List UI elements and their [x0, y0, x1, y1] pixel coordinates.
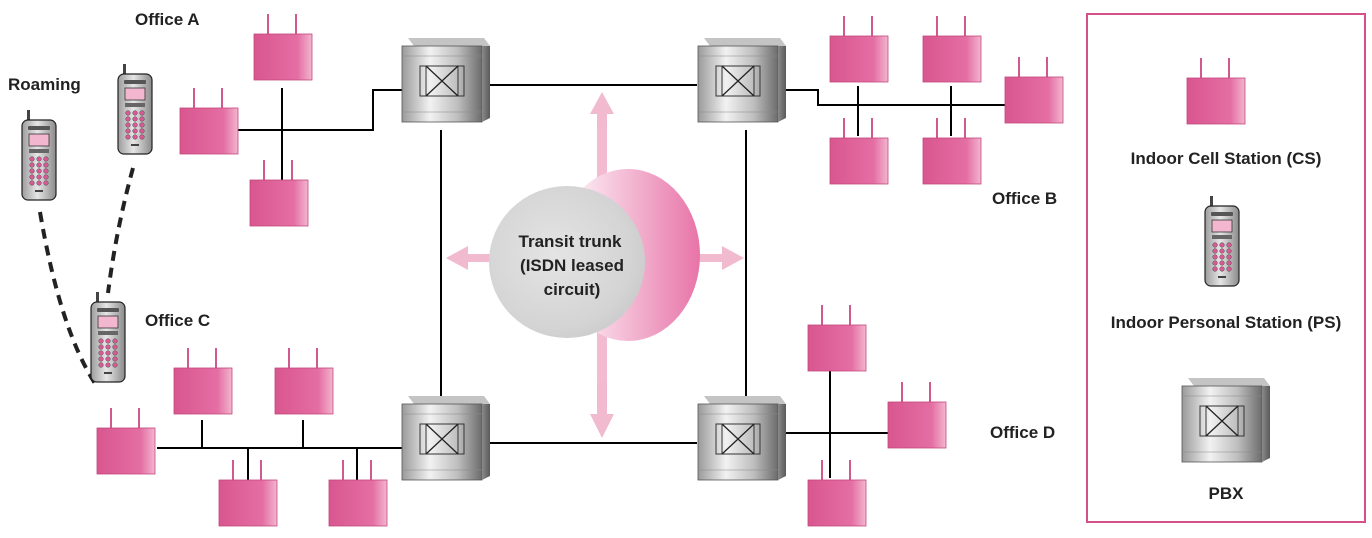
personal-station-office-c: [90, 291, 126, 383]
transit-trunk: Transit trunk (ISDN leased circuit): [446, 92, 744, 438]
trunk-label-line2: (ISDN leased: [520, 256, 624, 275]
cell-station-d3: [807, 459, 867, 527]
pbx-office-b: [697, 37, 787, 123]
roaming-links: [38, 167, 135, 387]
pbx-office-c: [401, 395, 491, 481]
roaming-label: Roaming: [8, 75, 81, 94]
network-wiring: [157, 84, 1005, 480]
cell-station-d1: [807, 304, 867, 372]
trunk-label-line3: circuit): [544, 280, 601, 299]
personal-station-roaming-2: [117, 63, 153, 155]
office-a-label: Office A: [135, 10, 200, 29]
trunk-cloud: [489, 186, 645, 338]
personal-station-roaming-1: [21, 109, 57, 201]
trunk-arrows: [446, 92, 744, 438]
legend-cs-label: Indoor Cell Station (CS): [1131, 149, 1322, 168]
cell-station-b3: [1004, 56, 1064, 124]
pbx-office-a: [401, 37, 491, 123]
legend-personal-station-icon: [1204, 195, 1240, 287]
office-b-label: Office B: [992, 189, 1057, 208]
cell-station-c1: [173, 347, 233, 415]
legend-ps-label: Indoor Personal Station (PS): [1111, 313, 1341, 332]
office-d-label: Office D: [990, 423, 1055, 442]
cell-station-b2: [922, 15, 982, 83]
cell-station-b1: [829, 15, 889, 83]
pbx-office-d: [697, 395, 787, 481]
cell-station-a3: [249, 159, 309, 227]
cell-station-a1: [253, 13, 313, 81]
cell-station-d2: [887, 381, 947, 449]
trunk-label-line1: Transit trunk: [519, 232, 623, 251]
cell-station-c2: [274, 347, 334, 415]
cell-station-a2: [179, 87, 239, 155]
legend: Indoor Cell Station (CS) Indoor Personal…: [1086, 13, 1366, 523]
office-c-label: Office C: [145, 311, 210, 330]
legend-pbx-icon: [1181, 377, 1271, 463]
cell-station-c3: [96, 407, 156, 475]
legend-pbx-label: PBX: [1209, 484, 1245, 503]
